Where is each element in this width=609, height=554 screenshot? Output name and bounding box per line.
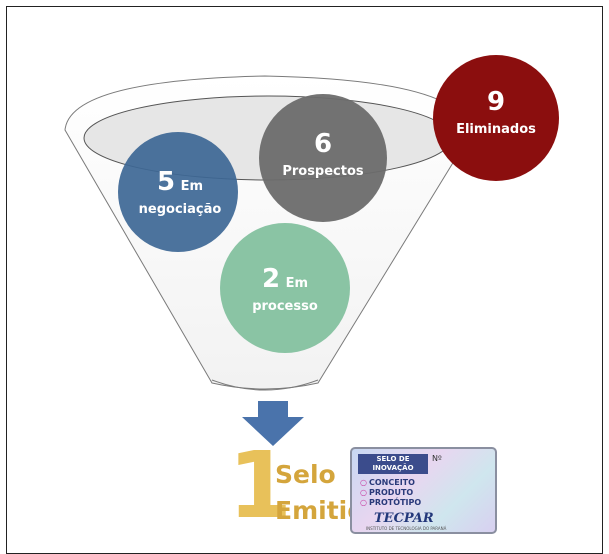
seal-number-label: Nº	[432, 454, 442, 463]
negociacao-circle	[118, 132, 238, 252]
seal-header: SELO DE INOVAÇÃO	[358, 454, 428, 474]
processo-label: 2 Em processo	[235, 265, 335, 314]
processo-text-top: Em	[285, 276, 309, 291]
selo-line1: Selo	[275, 460, 336, 489]
eliminados-label: 9 Eliminados	[446, 88, 546, 137]
processo-circle	[220, 223, 350, 353]
negociacao-count: 5	[156, 167, 176, 197]
innovation-seal: SELO DE INOVAÇÃO Nº ○CONCEITO ○PRODUTO ○…	[350, 447, 497, 534]
seal-item-produto: ○PRODUTO	[360, 488, 414, 497]
eliminados-circle	[433, 55, 559, 181]
negociacao-label: 5 Em negociação	[125, 168, 235, 217]
seal-item-conceito: ○CONCEITO	[360, 478, 415, 487]
prospectos-circle	[259, 94, 387, 222]
prospectos-label: 6 Prospectos	[275, 130, 371, 179]
seal-item-prototipo: ○PROTÓTIPO	[360, 498, 422, 507]
seal-brand-logo: TECPAR	[374, 511, 434, 526]
funnel-graphic	[64, 55, 559, 522]
eliminados-count: 9	[486, 87, 506, 117]
seal-tagline: INSTITUTO DE TECNOLOGIA DO PARANÁ	[366, 526, 447, 531]
prospectos-count: 6	[313, 129, 333, 159]
eliminados-text: Eliminados	[456, 121, 536, 137]
processo-text-bottom: processo	[252, 298, 318, 314]
down-arrow	[242, 401, 304, 446]
negociacao-text-top: Em	[180, 179, 204, 194]
selo-count: 1	[228, 432, 293, 539]
negociacao-text-bottom: negociação	[138, 201, 222, 217]
prospectos-text: Prospectos	[282, 163, 364, 179]
processo-count: 2	[261, 264, 281, 294]
